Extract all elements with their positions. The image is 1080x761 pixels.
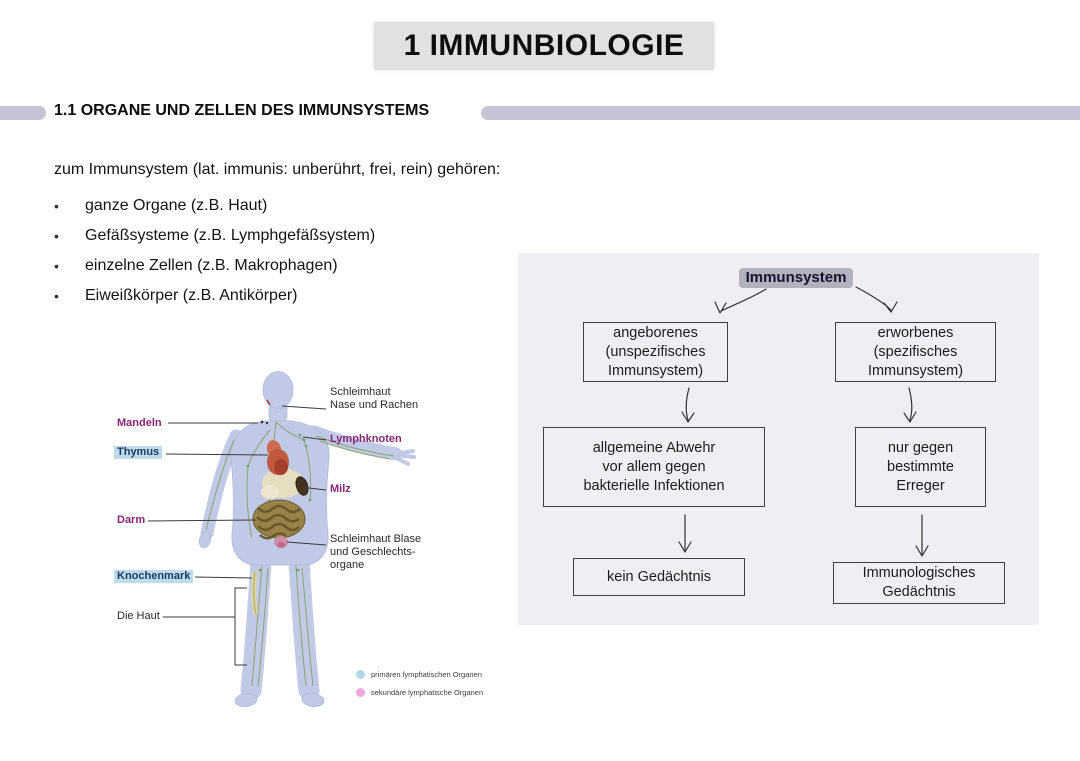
- nose-mucosa-mark: [266, 399, 271, 406]
- legend-label: sekundäre lymphatische Organen: [371, 688, 484, 697]
- anatomy-label-schleimhaut-blase: Schleimhaut Blase und Geschlechts- organ…: [330, 533, 422, 571]
- skin-bracket: [234, 587, 247, 666]
- section-heading: 1.1 ORGANE UND ZELLEN DES IMMUNSYSTEMS: [54, 102, 430, 119]
- bullet-icon: •: [54, 288, 59, 304]
- bullet-text: Eiweißkörper (z.B. Antikörper): [85, 287, 298, 304]
- spleen-organ: [295, 476, 309, 496]
- page-title: 1 IMMUNBIOLOGIE: [374, 22, 714, 70]
- label-leader-lines: [147, 405, 327, 666]
- lymph-nodes: [246, 433, 312, 572]
- tonsils-mark: [260, 420, 264, 424]
- list-item: • einzelne Zellen (z.B. Makrophagen): [54, 251, 524, 281]
- legend-label: primären lymphatischen Organen: [371, 670, 482, 679]
- bullet-icon: •: [54, 198, 59, 214]
- flowchart-box-immunological-memory: Immunologisches Gedächtnis: [833, 562, 1005, 604]
- flowchart-box-acquired-function: nur gegen bestimmte Erreger: [855, 427, 986, 507]
- arrow-root-to-acquired: [855, 286, 892, 311]
- flowchart-box-no-memory: kein Gedächtnis: [573, 558, 745, 596]
- bullet-icon: •: [54, 228, 59, 244]
- flowchart-box-innate: angeborenes (unspezifisches Immunsystem): [583, 322, 728, 382]
- arrow-root-to-innate: [720, 288, 767, 312]
- flowchart-box-acquired: erworbenes (spezifisches Immunsystem): [835, 322, 996, 382]
- lymphatic-system-figure: Mandeln Thymus Darm Knochenmark Die Haut…: [100, 370, 500, 720]
- bullet-text: Gefäßsysteme (z.B. Lymphgefäßsystem): [85, 227, 376, 244]
- list-item: • Eiweißkörper (z.B. Antikörper): [54, 281, 524, 311]
- immune-system-flowchart: Immunsystem angeborenes (unspezifisches …: [518, 253, 1039, 625]
- arrow-innate-to-function: [685, 387, 690, 421]
- bullet-text: einzelne Zellen (z.B. Makrophagen): [85, 257, 338, 274]
- anatomy-label-milz: Milz: [330, 483, 351, 495]
- legend-item-primary: primären lymphatischen Organen: [356, 670, 482, 679]
- legend-item-secondary: sekundäre lymphatische Organen: [356, 688, 483, 697]
- list-item: • ganze Organe (z.B. Haut): [54, 191, 524, 221]
- list-item: • Gefäßsysteme (z.B. Lymphgefäßsystem): [54, 221, 524, 251]
- anatomy-label-schleimhaut-nase: Schleimhaut Nase und Rachen: [330, 386, 419, 411]
- section-bar-left: [0, 106, 46, 120]
- flowchart-box-innate-function: allgemeine Abwehr vor allem gegen bakter…: [543, 427, 765, 507]
- bullet-list: • ganze Organe (z.B. Haut) • Gefäßsystem…: [54, 191, 524, 311]
- anatomy-label-lymphknoten: Lymphknoten: [330, 433, 402, 445]
- bullet-icon: •: [54, 258, 59, 274]
- section-bar-right: [481, 106, 1080, 120]
- anatomy-label-darm: Darm: [117, 514, 146, 526]
- arrow-acquired-to-function: [908, 387, 913, 421]
- internal-organs: [251, 399, 309, 615]
- bullet-text: ganze Organe (z.B. Haut): [85, 197, 268, 214]
- secondary-pink-dot-icon: [356, 688, 365, 697]
- anatomy-label-die-haut: Die Haut: [117, 610, 160, 622]
- anatomy-label-knochenmark: Knochenmark: [114, 570, 194, 583]
- primary-blue-dot-icon: [356, 670, 365, 679]
- human-body-illustration: [147, 371, 416, 708]
- intro-text: zum Immunsystem (lat. immunis: unberührt…: [54, 161, 501, 178]
- flowchart-arrows: [678, 286, 929, 557]
- anatomy-label-mandeln: Mandeln: [117, 417, 162, 429]
- anatomy-label-thymus: Thymus: [114, 446, 163, 459]
- flowchart-root-immunsystem: Immunsystem: [739, 268, 853, 288]
